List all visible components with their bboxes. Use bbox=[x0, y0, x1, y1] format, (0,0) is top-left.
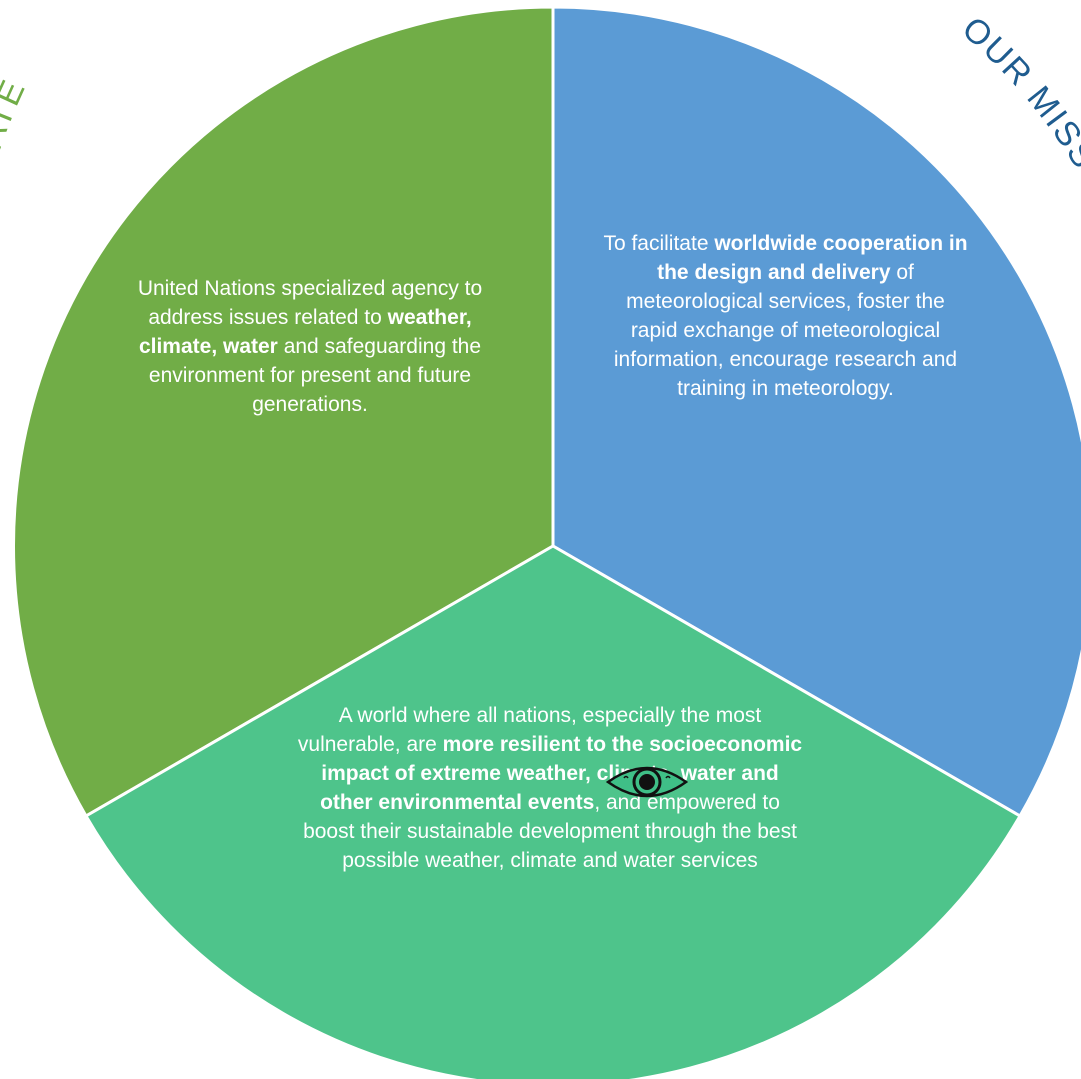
eye-icon bbox=[605, 766, 689, 798]
mandate-segment bbox=[12, 5, 555, 818]
mission-text-part: of meteorological services, foster the r… bbox=[613, 261, 958, 400]
mandate-text-part: United Nations specialized agency to add… bbox=[137, 277, 483, 329]
vision-text: A world where all nations, especially th… bbox=[295, 701, 805, 875]
vision-segment bbox=[84, 544, 1022, 1079]
mission-segment bbox=[551, 5, 1081, 818]
arc-label-mission: OUR MISS bbox=[955, 9, 1081, 176]
mission-text-bold: worldwide cooperation in the design and … bbox=[657, 232, 968, 284]
mission-text: To facilitate worldwide cooperation in t… bbox=[603, 229, 968, 403]
mandate-text-part: and safeguarding the environment for pre… bbox=[148, 335, 482, 416]
vision-text-part: A world where all nations, especially th… bbox=[297, 704, 762, 756]
mission-text-part: To facilitate bbox=[603, 232, 715, 255]
mandate-text-bold: weather, climate, water bbox=[138, 306, 472, 358]
arc-label-mandate: ATE bbox=[0, 73, 33, 153]
mandate-text: United Nations specialized agency to add… bbox=[130, 274, 490, 419]
